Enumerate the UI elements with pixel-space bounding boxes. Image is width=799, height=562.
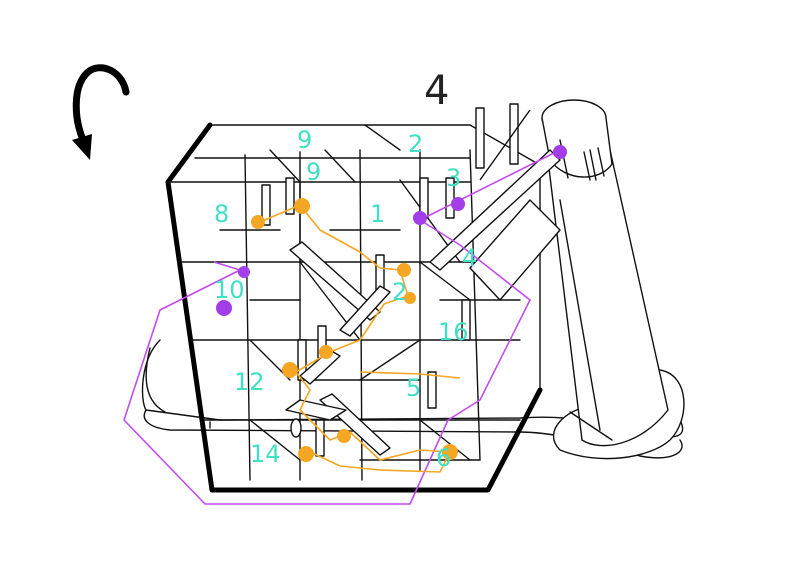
cell-label: 2 <box>408 130 423 158</box>
cell-label: 16 <box>438 318 469 346</box>
cell-label: 3 <box>446 164 461 192</box>
cell-label: 9 <box>297 126 312 154</box>
cell-label: 8 <box>214 200 229 228</box>
cell-label: 4 <box>462 244 477 272</box>
cell-labels: 9 9 2 3 8 1 4 10 2 16 12 5 14 6 <box>214 126 477 472</box>
ramps <box>285 109 561 456</box>
cell-label: 5 <box>406 374 421 402</box>
cell-label: 9 <box>306 158 321 186</box>
cell-label: 6 <box>436 444 451 472</box>
purple-route <box>123 149 561 505</box>
purple-marbles <box>216 145 567 316</box>
cylinder-tower <box>541 99 685 460</box>
cell-label: 1 <box>370 200 385 228</box>
posts <box>261 103 519 457</box>
orange-route <box>259 204 451 473</box>
rotate-arrow-icon <box>72 64 130 160</box>
cell-label: 10 <box>214 276 245 304</box>
cell-label: 12 <box>234 368 265 396</box>
page-number: 4 <box>424 68 449 114</box>
orange-marbles <box>251 198 458 462</box>
cell-label: 14 <box>250 440 281 468</box>
cell-label: 2 <box>392 278 407 306</box>
